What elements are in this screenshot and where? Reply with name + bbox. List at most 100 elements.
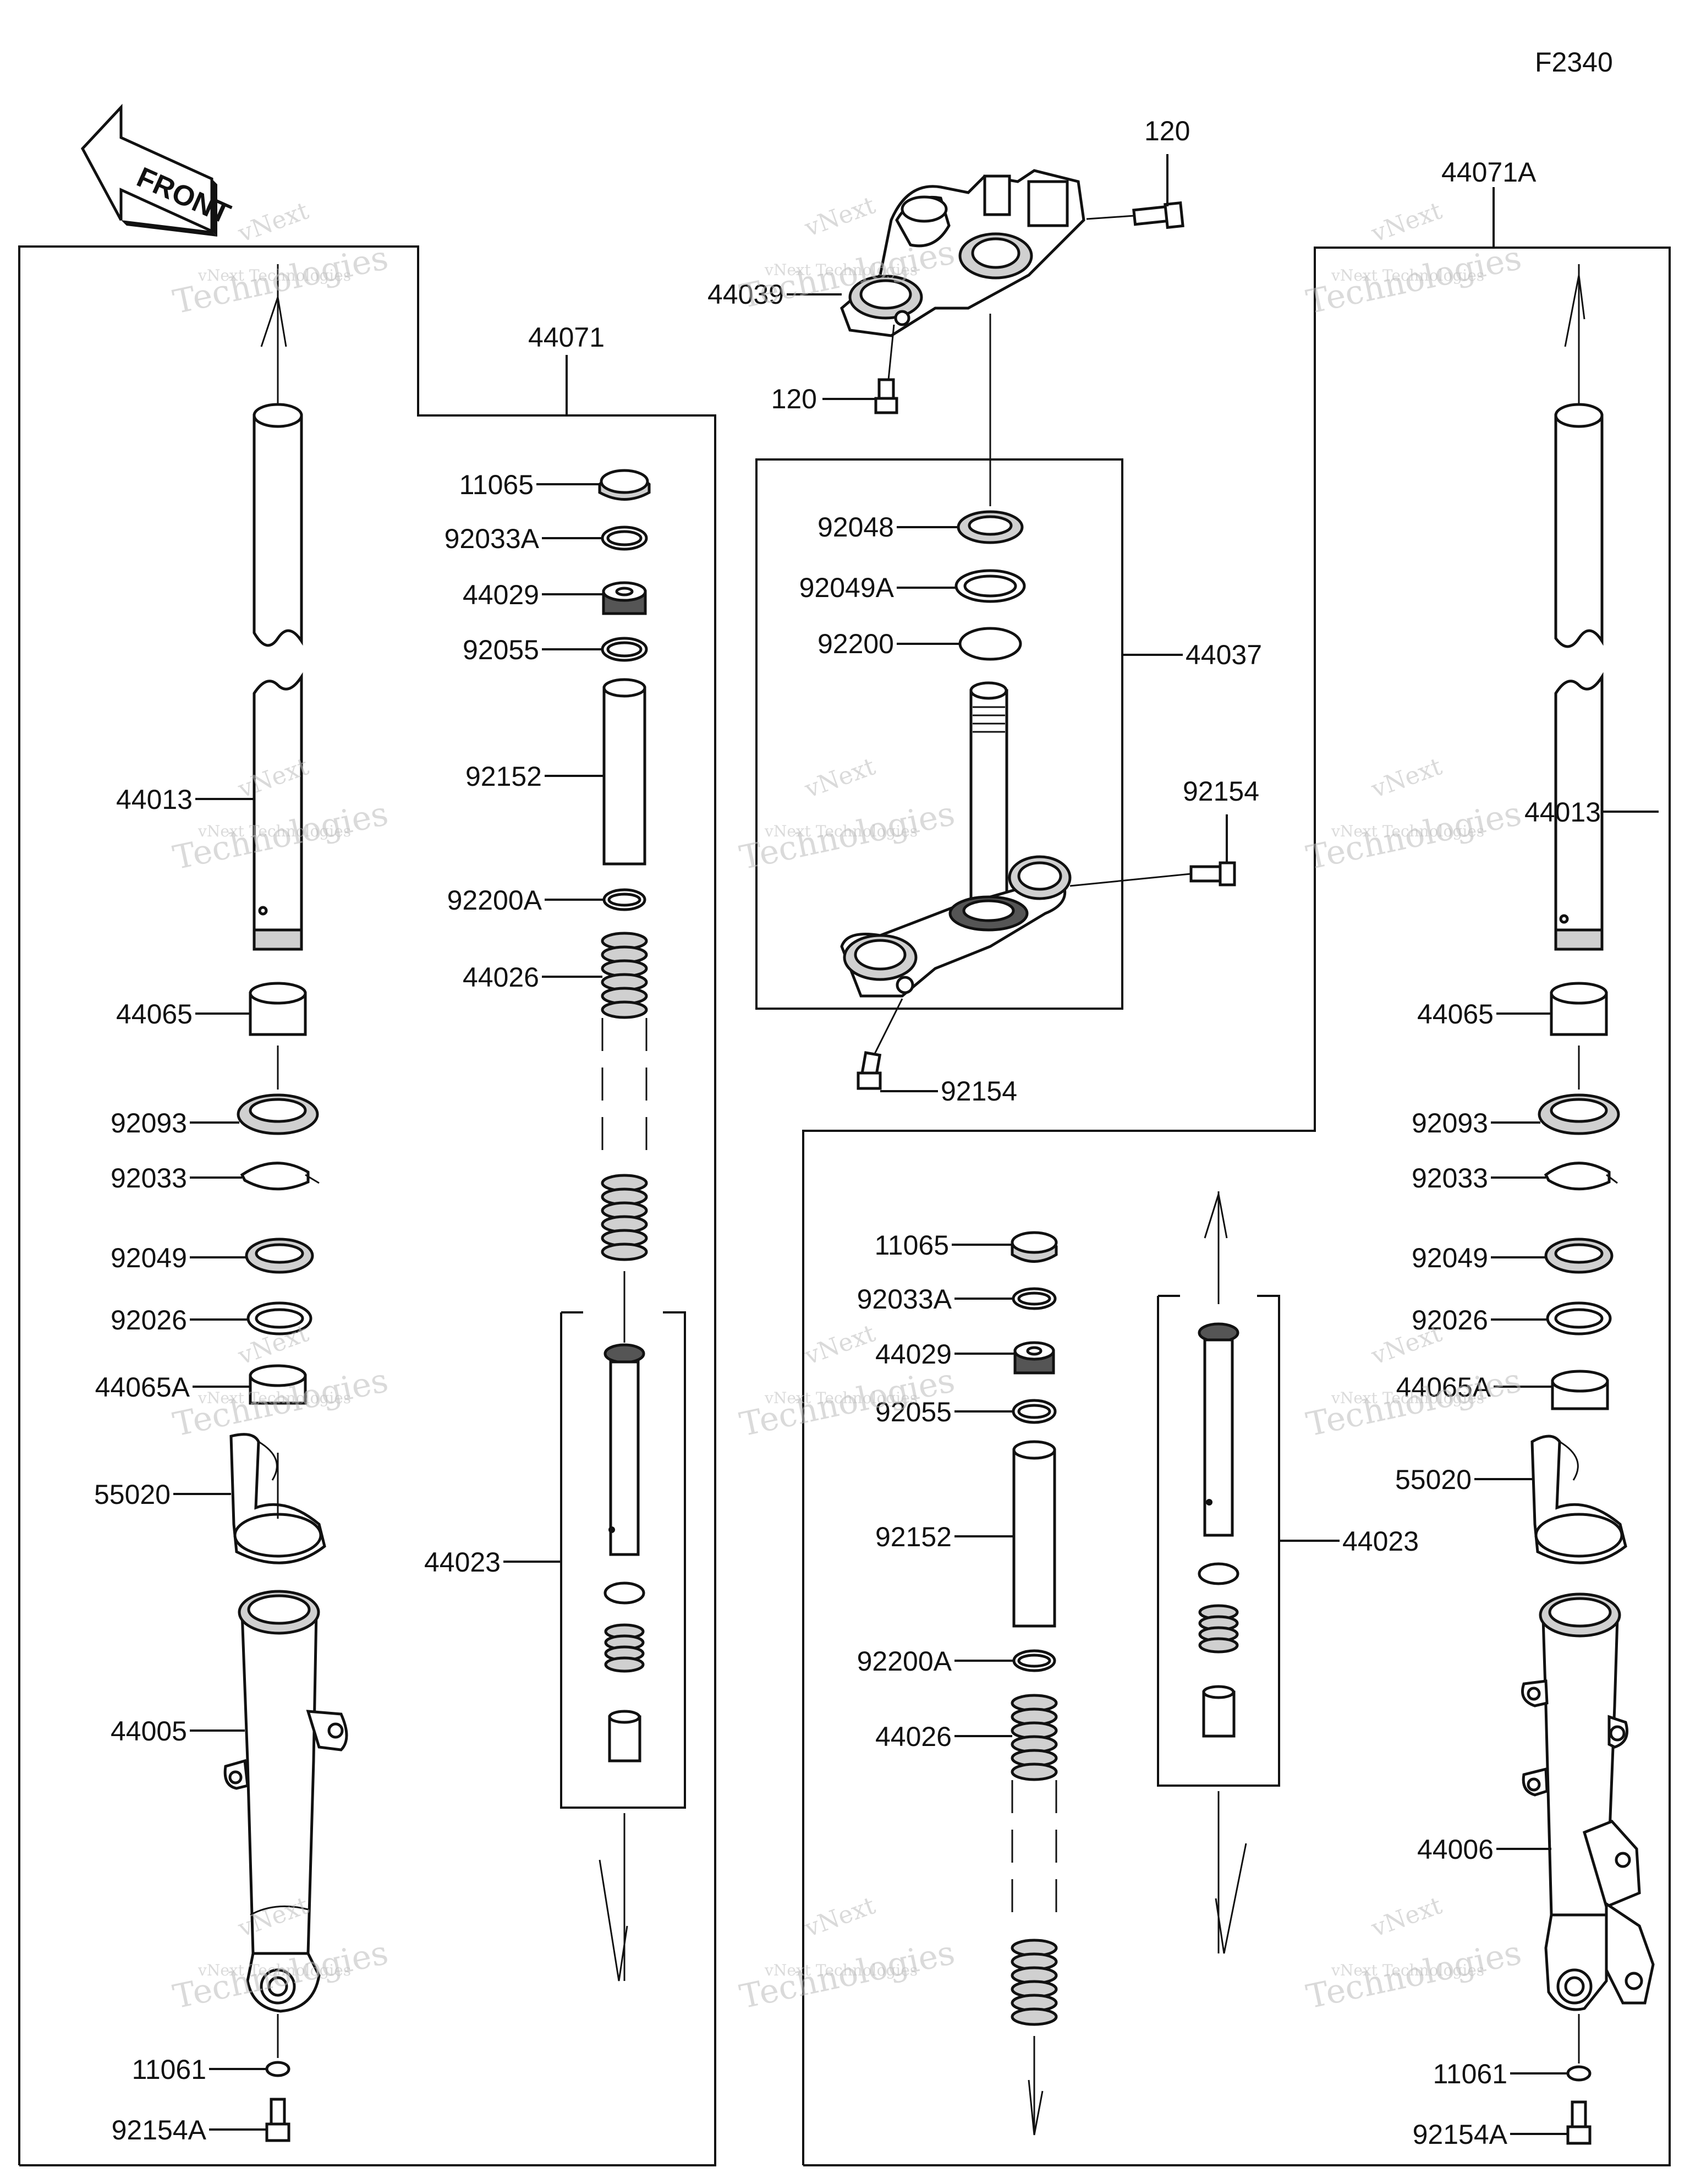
svg-text:vNext Technologies: vNext Technologies bbox=[1331, 266, 1484, 284]
svg-text:vNext: vNext bbox=[800, 1319, 879, 1370]
label-right-44006: 44006 bbox=[1417, 1834, 1494, 1865]
left-cartridge-bracket bbox=[560, 1311, 686, 1809]
label-right-92093: 92093 bbox=[1412, 1108, 1488, 1138]
label-92200: 92200 bbox=[817, 628, 894, 659]
svg-text:vNext: vNext bbox=[800, 191, 879, 242]
label-left-44013: 44013 bbox=[116, 784, 193, 815]
front-arrow-icon: FRONT bbox=[80, 103, 235, 237]
svg-text:vNext Technologies: vNext Technologies bbox=[764, 1389, 918, 1407]
label-right-44013: 44013 bbox=[1524, 797, 1601, 828]
svg-text:vNext Technologies: vNext Technologies bbox=[764, 261, 918, 279]
left-outer-tube-assembly bbox=[223, 264, 348, 2142]
label-92154-bottom: 92154 bbox=[941, 1076, 1017, 1107]
upper-triple-clamp bbox=[840, 169, 1085, 337]
svg-text:vNext Technologies: vNext Technologies bbox=[764, 822, 918, 840]
label-left-44023: 44023 bbox=[424, 1547, 501, 1578]
label-right-44065: 44065 bbox=[1417, 999, 1494, 1030]
svg-text:Technologies: Technologies bbox=[737, 1361, 958, 1444]
label-right-92033: 92033 bbox=[1412, 1163, 1488, 1194]
label-44071: 44071 bbox=[528, 322, 605, 353]
label-44037: 44037 bbox=[1186, 639, 1262, 670]
label-left-92152: 92152 bbox=[465, 761, 542, 792]
watermark-5: vNext vNext Technologies Technologies bbox=[737, 752, 958, 877]
svg-text:vNext: vNext bbox=[234, 196, 312, 248]
label-right-92049: 92049 bbox=[1412, 1242, 1488, 1273]
label-left-92200a: 92200A bbox=[447, 885, 542, 916]
label-92048: 92048 bbox=[817, 512, 894, 543]
label-left-44065: 44065 bbox=[116, 999, 193, 1030]
svg-text:vNext: vNext bbox=[1367, 196, 1446, 248]
bolt-120-bottom bbox=[874, 378, 898, 414]
steering-stem bbox=[840, 681, 1072, 998]
svg-text:Technologies: Technologies bbox=[1303, 239, 1525, 322]
label-right-44065a: 44065A bbox=[1396, 1372, 1491, 1403]
svg-text:vNext: vNext bbox=[1367, 1319, 1446, 1370]
label-right-92033a: 92033A bbox=[857, 1284, 952, 1315]
bolt-92154-bottom bbox=[857, 1051, 882, 1090]
label-right-92055: 92055 bbox=[875, 1397, 952, 1427]
label-right-92154a: 92154A bbox=[1413, 2119, 1508, 2150]
seal-92048 bbox=[957, 510, 1024, 544]
label-left-92033a: 92033A bbox=[445, 523, 540, 554]
right-outer-tube-assembly bbox=[1521, 264, 1655, 2145]
svg-text:Technologies: Technologies bbox=[737, 1934, 958, 2017]
label-left-92033: 92033 bbox=[111, 1163, 187, 1194]
label-right-92200a: 92200A bbox=[857, 1646, 952, 1677]
watermark-6: vNext vNext Technologies Technologies bbox=[1303, 752, 1525, 877]
svg-text:vNext Technologies: vNext Technologies bbox=[197, 822, 351, 840]
svg-text:vNext: vNext bbox=[1367, 1891, 1446, 1942]
left-inner-kit bbox=[598, 469, 651, 1982]
label-left-44029: 44029 bbox=[463, 579, 539, 610]
svg-text:vNext Technologies: vNext Technologies bbox=[197, 266, 351, 284]
right-cartridge-44023 bbox=[1198, 1191, 1247, 1954]
label-left-55020: 55020 bbox=[94, 1479, 171, 1510]
label-left-11061: 11061 bbox=[132, 2054, 206, 2085]
figure-code: F2340 bbox=[1535, 47, 1613, 78]
svg-text:vNext: vNext bbox=[1367, 752, 1446, 803]
label-left-44065a: 44065A bbox=[95, 1372, 190, 1403]
bolt-92154-right bbox=[1189, 861, 1236, 886]
label-right-11065: 11065 bbox=[875, 1230, 949, 1261]
right-cartridge-bracket bbox=[1157, 1295, 1280, 1787]
svg-text:Technologies: Technologies bbox=[1303, 795, 1525, 878]
label-left-92026: 92026 bbox=[111, 1305, 187, 1335]
label-left-44026: 44026 bbox=[463, 962, 539, 993]
washer-92200 bbox=[958, 627, 1022, 661]
right-inner-kit bbox=[1011, 1231, 1058, 2136]
svg-text:vNext Technologies: vNext Technologies bbox=[197, 1961, 351, 1979]
svg-text:vNext Technologies: vNext Technologies bbox=[1331, 1389, 1484, 1407]
label-right-44029: 44029 bbox=[875, 1339, 952, 1370]
svg-text:Technologies: Technologies bbox=[1303, 1934, 1525, 2017]
label-120-top: 120 bbox=[1144, 116, 1190, 146]
label-right-44023: 44023 bbox=[1342, 1526, 1419, 1557]
label-120-bottom: 120 bbox=[771, 384, 817, 414]
label-44039: 44039 bbox=[707, 279, 784, 310]
label-right-55020: 55020 bbox=[1395, 1464, 1472, 1495]
svg-text:vNext: vNext bbox=[800, 1891, 879, 1942]
label-left-92093: 92093 bbox=[111, 1108, 187, 1138]
svg-text:vNext Technologies: vNext Technologies bbox=[1331, 822, 1484, 840]
svg-text:vNext: vNext bbox=[800, 752, 879, 803]
watermark-11: vNext vNext Technologies Technologies bbox=[737, 1891, 958, 2016]
label-92049a: 92049A bbox=[799, 572, 895, 603]
label-left-92049: 92049 bbox=[111, 1242, 187, 1273]
label-right-11061: 11061 bbox=[1433, 2059, 1507, 2089]
bolt-120-top bbox=[1132, 201, 1184, 229]
right-frame bbox=[802, 247, 1671, 2166]
watermark-12: vNext vNext Technologies Technologies bbox=[1303, 1891, 1525, 2016]
svg-text:Technologies: Technologies bbox=[737, 795, 958, 878]
label-left-44005: 44005 bbox=[111, 1716, 187, 1747]
label-left-92154a: 92154A bbox=[112, 2115, 207, 2145]
label-right-92026: 92026 bbox=[1412, 1305, 1488, 1335]
label-right-44026: 44026 bbox=[875, 1721, 952, 1752]
label-right-92152: 92152 bbox=[875, 1521, 952, 1552]
label-44071a: 44071A bbox=[1441, 157, 1537, 188]
left-frame bbox=[18, 245, 716, 2166]
stem-frame bbox=[755, 458, 1123, 1010]
label-left-92055: 92055 bbox=[463, 634, 539, 665]
svg-text:vNext Technologies: vNext Technologies bbox=[1331, 1961, 1484, 1979]
watermark-3: vNext vNext Technologies Technologies bbox=[1303, 196, 1525, 321]
label-92154-right: 92154 bbox=[1183, 776, 1259, 807]
label-left-11065: 11065 bbox=[459, 469, 534, 500]
